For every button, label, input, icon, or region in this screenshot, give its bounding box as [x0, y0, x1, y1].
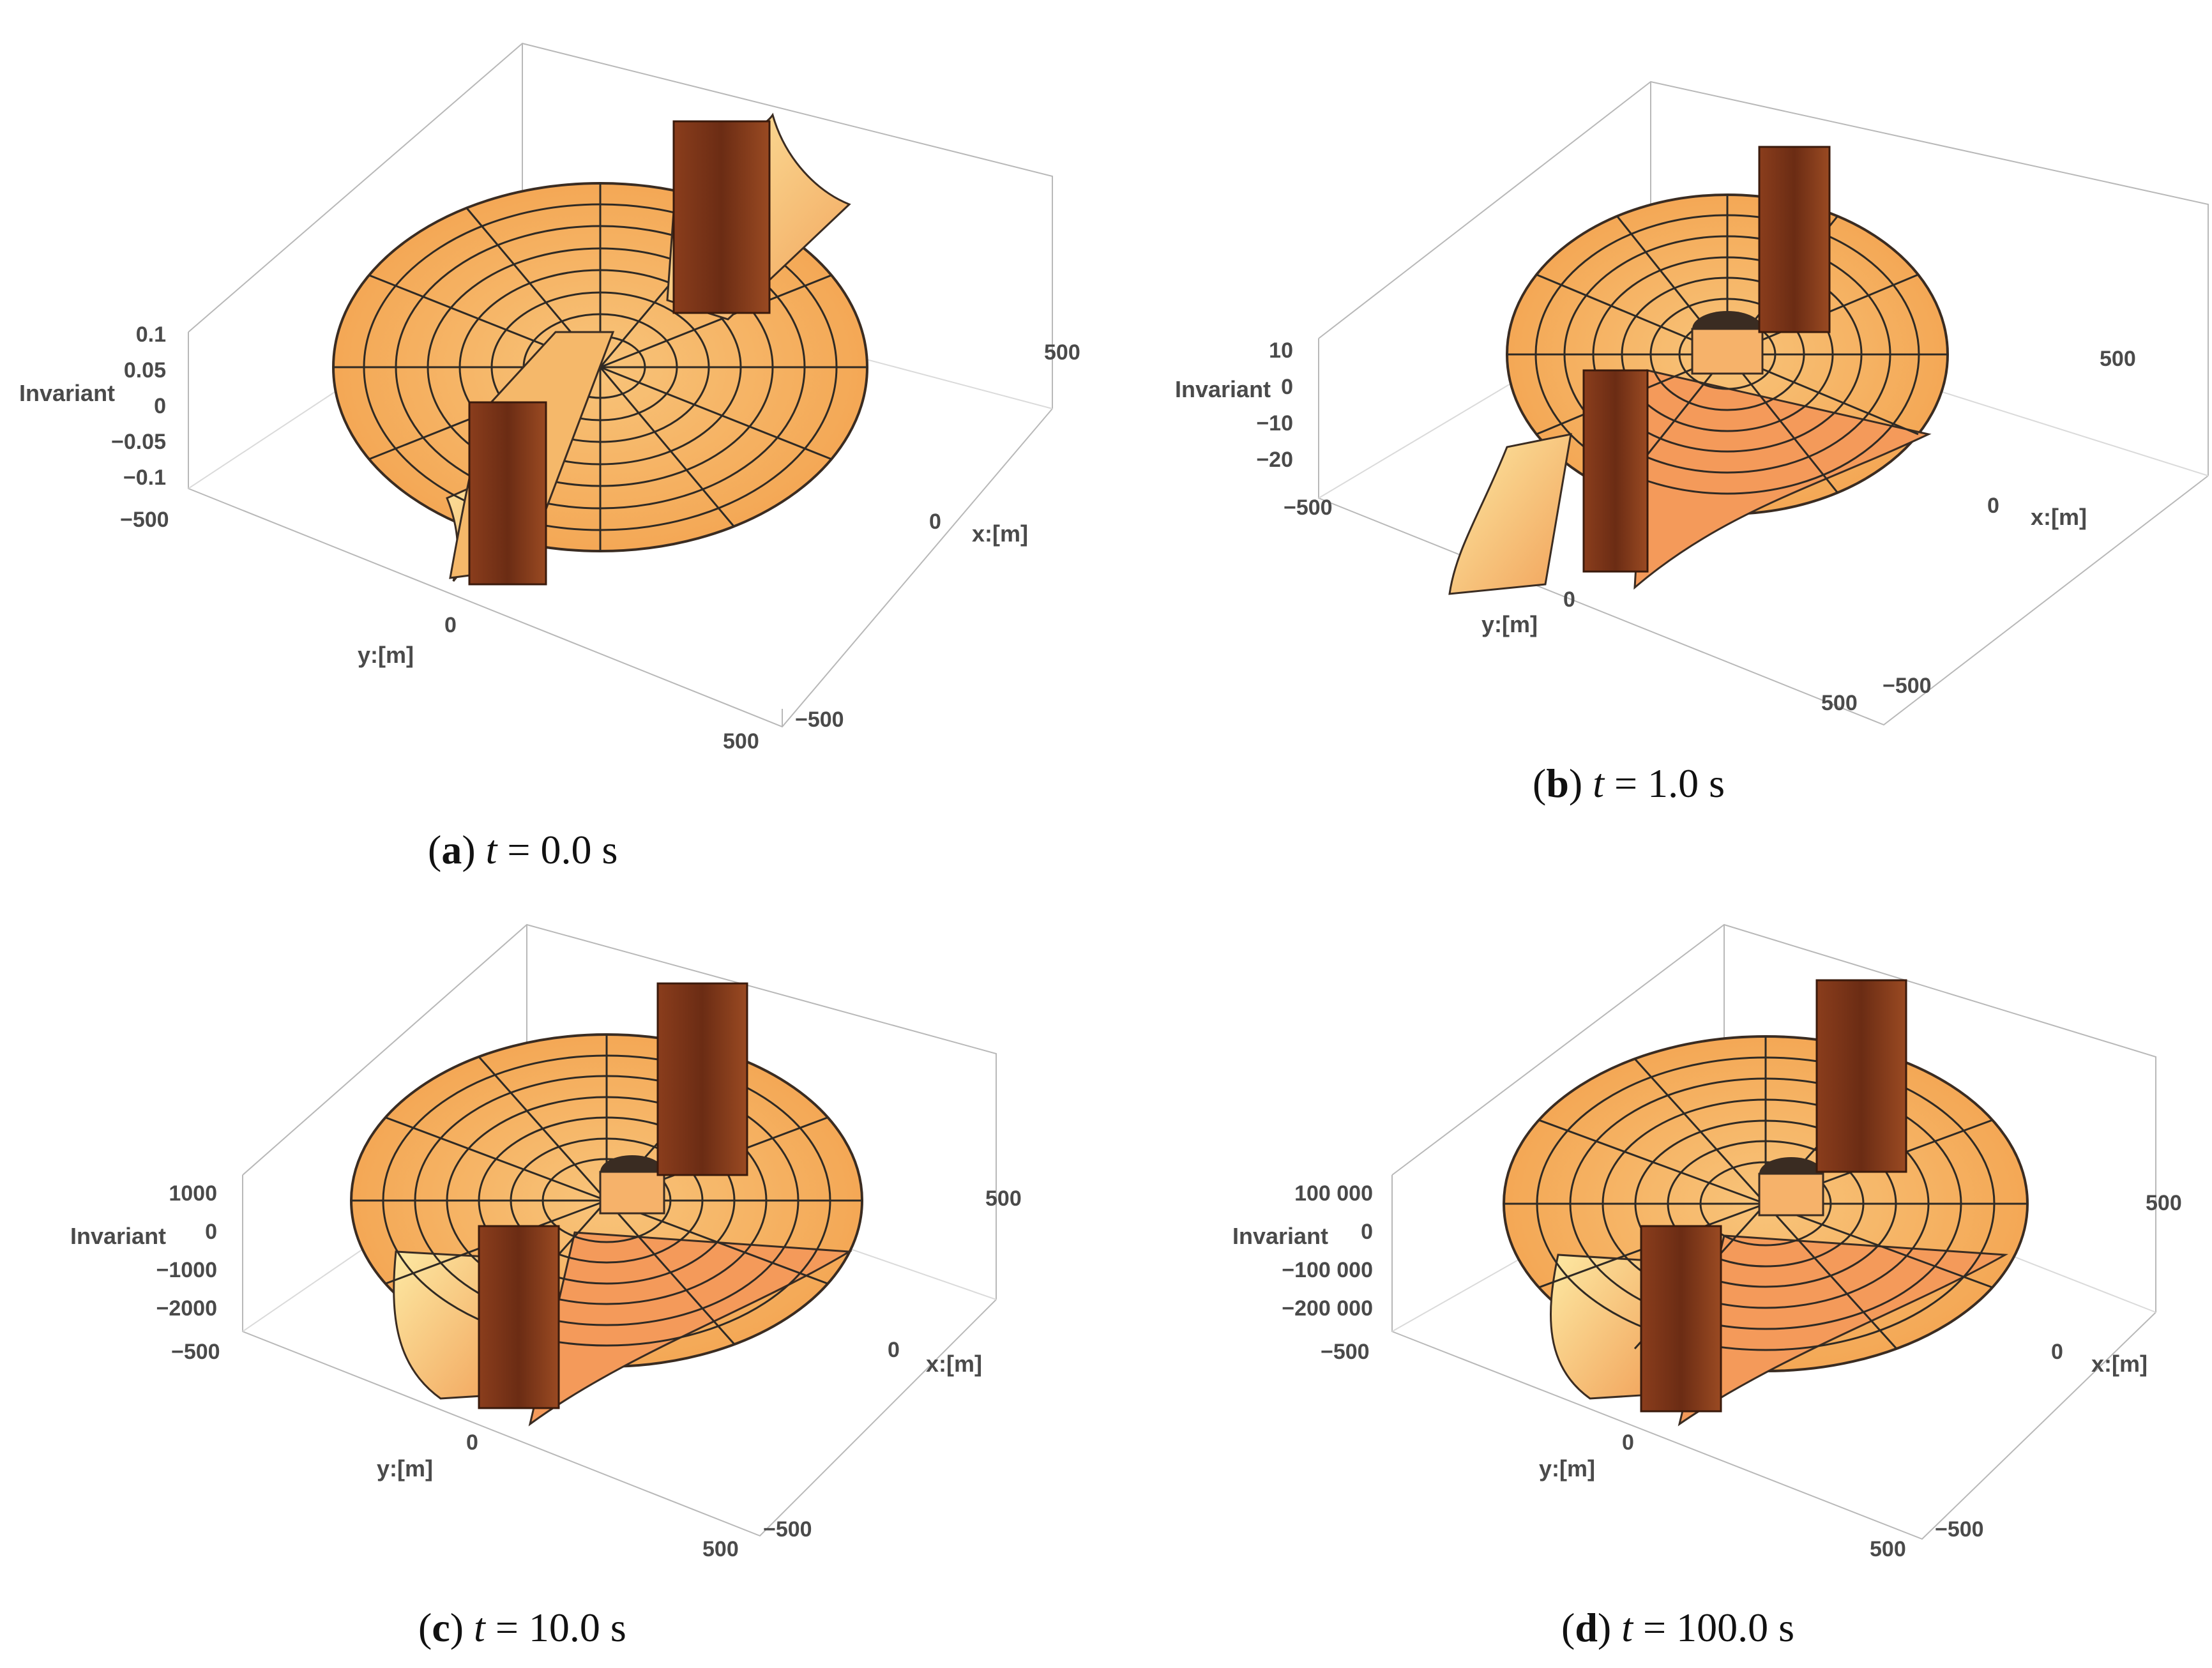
axis-labels: Invariant x:[m] y:[m]: [1232, 1223, 2148, 1482]
caption: (b) t = 1.0 s: [1533, 761, 1725, 806]
x-ticks: 500 0 −500: [1882, 347, 2136, 698]
panel-b: Invariant x:[m] y:[m] 10 0 −10 −20 500 0…: [1175, 80, 2209, 806]
surface-fan: [528, 1231, 852, 1427]
caption: (c) t = 10.0 s: [418, 1605, 626, 1650]
wall-upper: [1815, 979, 1907, 1173]
wall-lower: [1640, 1225, 1722, 1413]
z-tick: 0: [1281, 375, 1293, 399]
surface: [1448, 146, 1949, 595]
axis-labels: Invariant x:[m] y:[m]: [19, 380, 1028, 668]
y-tick: 500: [1870, 1537, 1906, 1561]
x-tick: 0: [888, 1338, 900, 1362]
z-ticks: 0.1 0.05 0 −0.05 −0.1: [111, 322, 166, 490]
z-tick: 0.1: [136, 322, 166, 347]
x-ticks: 500 0 −500: [795, 340, 1080, 732]
y-tick: 500: [1821, 691, 1858, 715]
z-tick: −100 000: [1282, 1258, 1373, 1282]
surface: [1503, 979, 2029, 1427]
x-tick: −500: [795, 708, 844, 732]
panel-a: Invariant x:[m] y:[m] 0.1 0.05 0 −0.05 −…: [19, 42, 1080, 872]
z-ticks: 1000 0 −1000 −2000: [156, 1181, 218, 1321]
x-tick: −500: [1935, 1517, 1984, 1542]
z-tick: −2000: [156, 1296, 218, 1321]
center-rim: [1691, 328, 1764, 375]
x-axis-label: x:[m]: [972, 520, 1028, 547]
axis-labels: Invariant x:[m] y:[m]: [1175, 376, 2087, 637]
z-axis-label: Invariant: [1232, 1223, 1328, 1249]
z-tick: −20: [1256, 448, 1293, 472]
x-tick: 0: [929, 510, 941, 534]
x-ticks: 500 0 −500: [763, 1187, 1022, 1542]
wall-upper: [1758, 146, 1831, 333]
y-ticks: −500 0 500: [171, 1340, 739, 1561]
x-tick: 500: [2146, 1191, 2182, 1215]
surface-wing: [1448, 433, 1572, 595]
y-axis-label: y:[m]: [1481, 611, 1538, 637]
z-axis-label: Invariant: [19, 380, 115, 406]
wall-lower: [1582, 369, 1649, 573]
y-tick: −500: [1321, 1340, 1370, 1364]
z-tick: 0: [1361, 1220, 1373, 1244]
z-ticks: 100 000 0 −100 000 −200 000: [1282, 1181, 1373, 1321]
x-axis-label: x:[m]: [2091, 1351, 2148, 1377]
z-tick: −0.1: [123, 466, 166, 490]
z-axis-label: Invariant: [70, 1223, 166, 1249]
z-tick: 10: [1269, 338, 1293, 363]
x-tick: −500: [763, 1517, 812, 1542]
x-tick: 0: [2051, 1340, 2063, 1364]
z-tick: 0: [205, 1220, 217, 1244]
x-tick: 500: [985, 1187, 1022, 1211]
x-ticks: 500 0 −500: [1935, 1191, 2182, 1542]
z-tick: 0: [154, 394, 166, 418]
y-tick: 500: [723, 729, 759, 754]
z-tick: −1000: [156, 1258, 218, 1282]
z-tick: −200 000: [1282, 1296, 1373, 1321]
panel-c: Invariant x:[m] y:[m] 1000 0 −1000 −2000…: [70, 923, 1022, 1650]
z-tick: −0.05: [111, 430, 166, 454]
x-tick: 500: [1044, 340, 1080, 365]
axis-labels: Invariant x:[m] y:[m]: [70, 1223, 982, 1482]
wall-lower: [468, 401, 547, 586]
surface-fan: [1678, 1234, 2009, 1427]
y-tick: 500: [702, 1537, 739, 1561]
x-tick: −500: [1882, 674, 1932, 698]
y-tick: 0: [444, 613, 457, 637]
z-axis-label: Invariant: [1175, 376, 1271, 402]
z-tick: 100 000: [1294, 1181, 1373, 1206]
panel-d: Invariant x:[m] y:[m] 100 000 0 −100 000…: [1232, 923, 2182, 1650]
z-tick: 0.05: [124, 358, 166, 383]
center-rim: [1758, 1172, 1824, 1217]
z-tick: −10: [1256, 411, 1293, 436]
z-ticks: 10 0 −10 −20: [1256, 338, 1293, 472]
y-axis-label: y:[m]: [377, 1455, 433, 1482]
center-rim: [599, 1171, 665, 1215]
caption: (d) t = 100.0 s: [1561, 1605, 1794, 1650]
z-tick: 1000: [169, 1181, 217, 1206]
x-tick: 0: [1987, 494, 1999, 518]
x-tick: 500: [2100, 347, 2136, 371]
y-ticks: −500 0 500: [1321, 1340, 1906, 1561]
y-tick: 0: [1563, 588, 1575, 612]
surface: [350, 982, 863, 1427]
wall-lower: [478, 1225, 560, 1409]
y-axis-label: y:[m]: [358, 642, 414, 668]
y-tick: 0: [466, 1430, 478, 1455]
caption: (a) t = 0.0 s: [428, 827, 617, 872]
y-tick: 0: [1622, 1430, 1634, 1455]
y-ticks: −500 0 500: [120, 508, 759, 754]
wall-upper: [672, 120, 771, 314]
y-tick: −500: [171, 1340, 220, 1364]
y-tick: −500: [1284, 496, 1333, 520]
surface-fan: [1633, 369, 1932, 590]
y-ticks: −500 0 500: [1284, 496, 1858, 715]
surface: [332, 112, 868, 586]
x-axis-label: x:[m]: [926, 1351, 982, 1377]
x-axis-label: x:[m]: [2031, 504, 2087, 530]
y-tick: −500: [120, 508, 169, 532]
y-axis-label: y:[m]: [1539, 1455, 1595, 1482]
wall-upper: [656, 982, 748, 1176]
